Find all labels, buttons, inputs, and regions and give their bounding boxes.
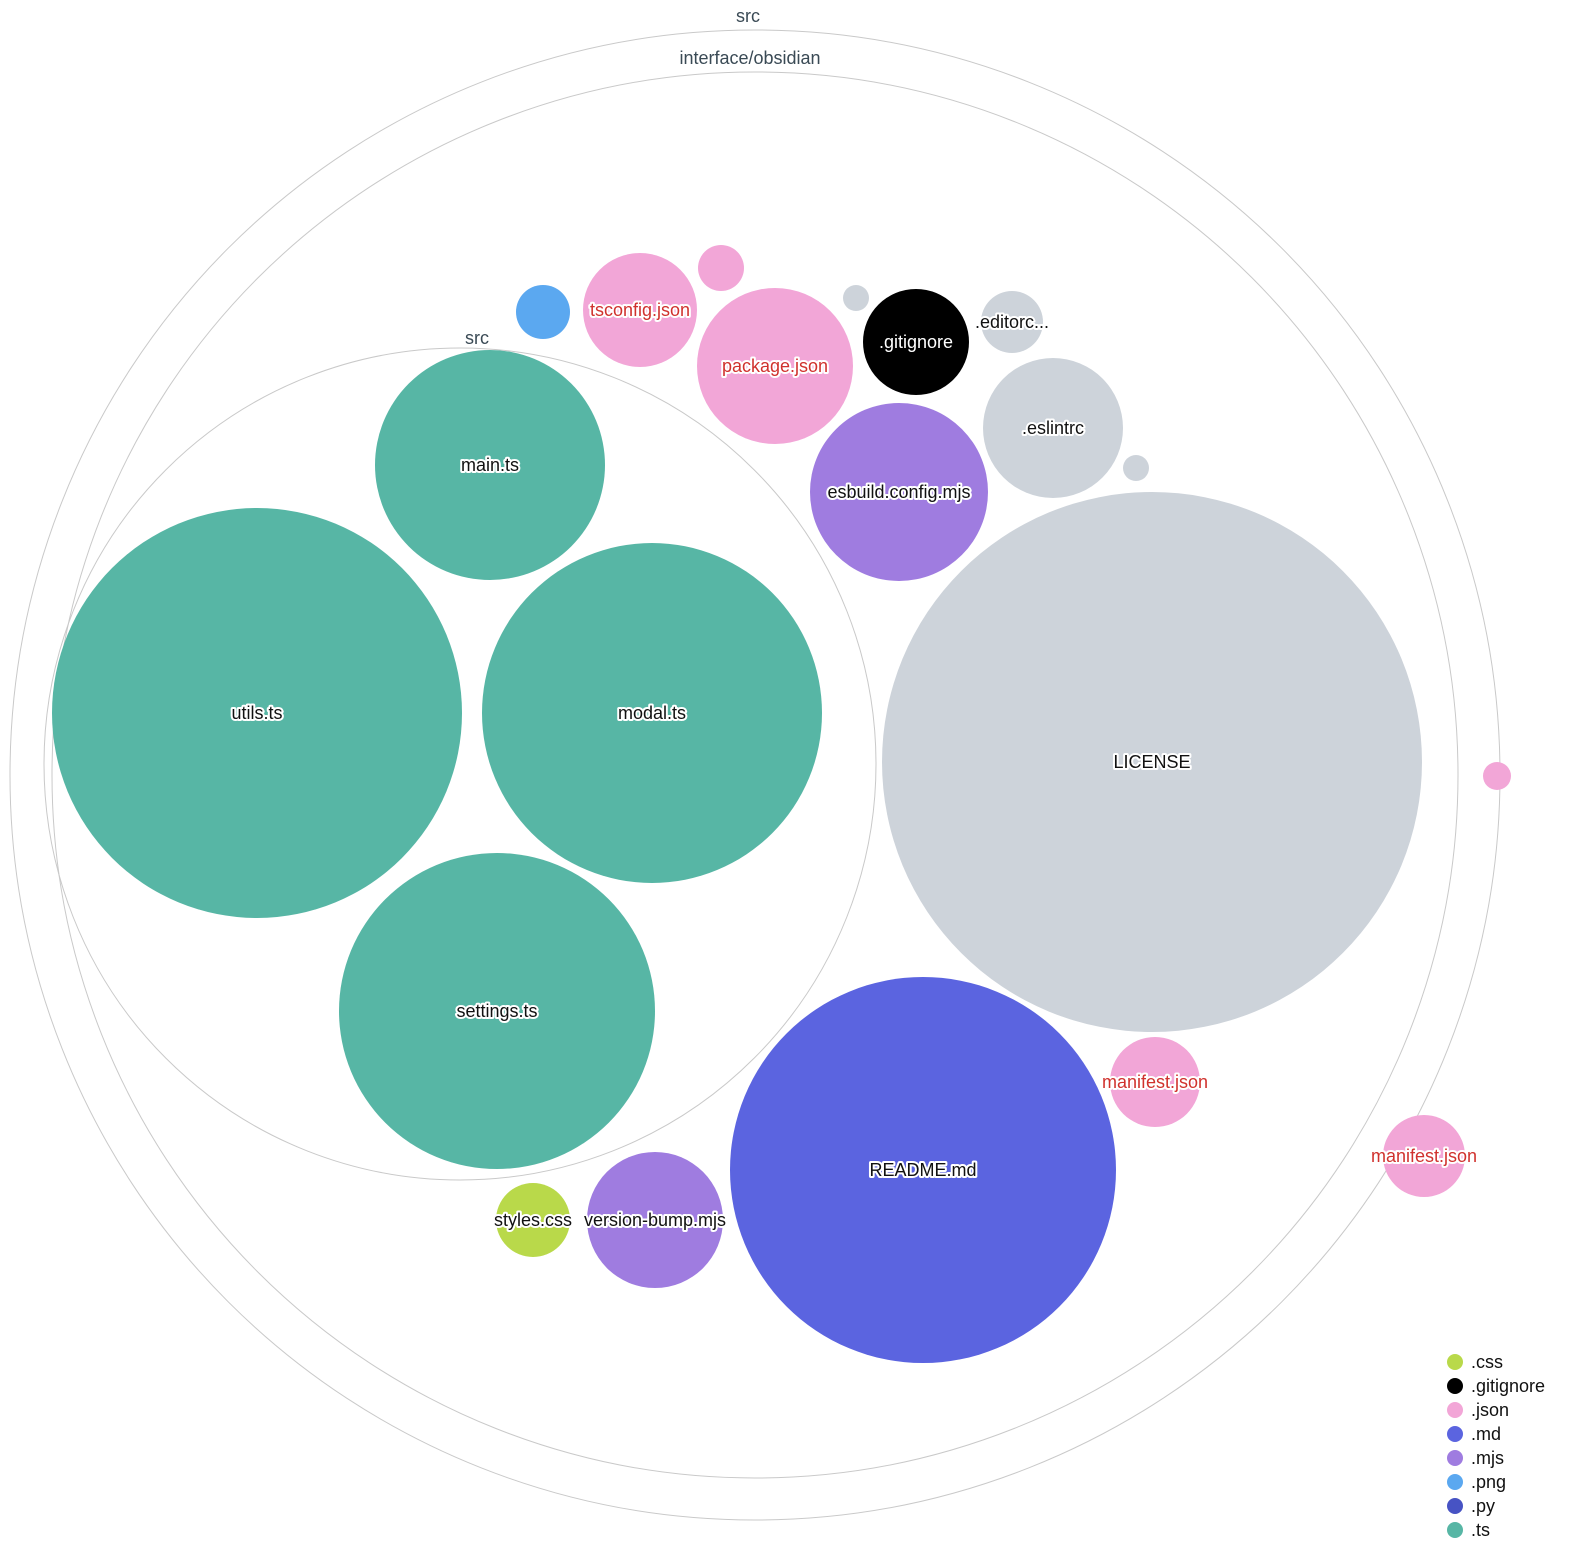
legend-label-gitignore: .gitignore xyxy=(1471,1376,1545,1396)
file-label-version-bump-mjs: version-bump.mjs xyxy=(584,1210,726,1230)
folder-label-interface-obsidian: interface/obsidian xyxy=(679,48,820,68)
legend-label-css: .css xyxy=(1471,1352,1503,1372)
file-circle-gray-dot-1[interactable] xyxy=(843,285,869,311)
file-circle-editorconfig[interactable] xyxy=(981,291,1043,353)
file-label-settings-ts: settings.ts xyxy=(456,1001,537,1021)
file-circle-manifest-json-inner[interactable] xyxy=(1110,1037,1200,1127)
legend-label-mjs: .mjs xyxy=(1471,1448,1504,1468)
file-circles-layer: main.ts utils.ts modal.ts settings.ts tsconf… xyxy=(52,245,1511,1363)
file-label-eslintrc: .eslintrc xyxy=(1022,418,1084,438)
file-circle-manifest-json-outer[interactable] xyxy=(1383,1115,1465,1197)
file-circle-esbuild-config-mjs[interactable] xyxy=(810,403,988,581)
file-circle-json-dot-right[interactable] xyxy=(1483,762,1511,790)
legend-label-py: .py xyxy=(1471,1496,1495,1516)
legend-label-md: .md xyxy=(1471,1424,1501,1444)
legend-label-ts: .ts xyxy=(1471,1520,1490,1540)
file-label-esbuild-config-mjs: esbuild.config.mjs xyxy=(827,482,970,502)
file-label-manifest-json-outer: manifest.json xyxy=(1371,1146,1477,1166)
file-label-main-ts: main.ts xyxy=(461,455,519,475)
legend-dot-py xyxy=(1447,1498,1463,1514)
folder-label-src-root: src xyxy=(736,6,760,26)
folder-label-src-inner: src xyxy=(465,328,489,348)
legend-label-json: .json xyxy=(1471,1400,1509,1420)
file-circle-license[interactable] xyxy=(882,492,1422,1032)
legend-dot-png xyxy=(1447,1474,1463,1490)
file-label-editorconfig: .editorc... xyxy=(975,312,1049,332)
folder-circles-layer: src interface/obsidian src xyxy=(9,4,1501,1521)
file-circle-settings-ts[interactable] xyxy=(339,853,655,1169)
file-label-utils-ts: utils.ts xyxy=(231,703,282,723)
file-circle-json-dot-small[interactable] xyxy=(698,245,744,291)
file-circle-tsconfig-json[interactable] xyxy=(583,253,697,367)
file-circle-gray-dot-2[interactable] xyxy=(1123,455,1149,481)
file-circle-modal-ts[interactable] xyxy=(482,543,822,883)
file-label-gitignore: .gitignore xyxy=(879,332,953,352)
legend-dot-gitignore xyxy=(1447,1378,1463,1394)
file-circle-utils-ts[interactable] xyxy=(52,508,462,918)
file-label-license: LICENSE xyxy=(1113,752,1190,772)
folder-circle-src-inner xyxy=(43,347,877,1181)
legend-label-png: .png xyxy=(1471,1472,1506,1492)
file-label-styles-css: styles.css xyxy=(494,1210,572,1230)
file-circle-gitignore[interactable] xyxy=(863,289,969,395)
legend-dot-ts xyxy=(1447,1522,1463,1538)
folder-circle-interface-obsidian xyxy=(51,71,1459,1479)
legend-dot-css xyxy=(1447,1354,1463,1370)
file-label-manifest-json-inner: manifest.json xyxy=(1102,1072,1208,1092)
legend-dot-mjs xyxy=(1447,1450,1463,1466)
file-circle-package-json[interactable] xyxy=(697,288,853,444)
file-circle-png-dot[interactable] xyxy=(516,285,570,339)
legend-dot-md xyxy=(1447,1426,1463,1442)
file-circle-version-bump-mjs[interactable] xyxy=(587,1152,723,1288)
file-circle-readme-md[interactable] xyxy=(730,977,1116,1363)
legend: .css .gitignore .json .md .mjs .png .py .ts xyxy=(1447,1352,1545,1540)
file-circle-styles-css[interactable] xyxy=(496,1183,570,1257)
legend-dot-json xyxy=(1447,1402,1463,1418)
file-label-readme-md: README.md xyxy=(869,1160,976,1180)
file-circle-eslintrc[interactable] xyxy=(983,358,1123,498)
file-circle-main-ts[interactable] xyxy=(375,350,605,580)
file-label-tsconfig-json: tsconfig.json xyxy=(590,300,690,320)
file-label-package-json: package.json xyxy=(722,356,828,376)
file-label-modal-ts: modal.ts xyxy=(618,703,686,723)
